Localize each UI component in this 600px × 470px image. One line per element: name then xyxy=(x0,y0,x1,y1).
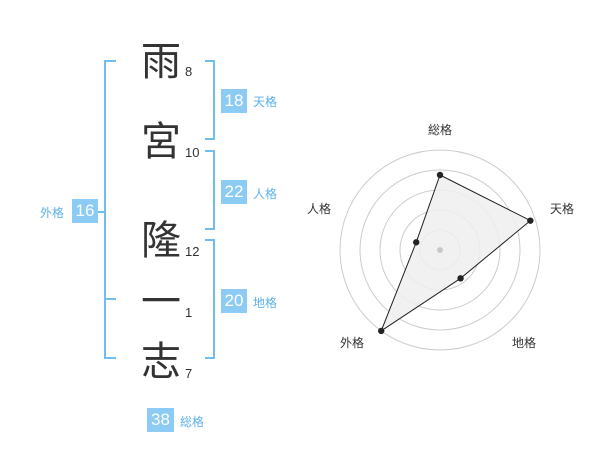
gaikaku-bracket-top xyxy=(104,60,116,62)
radar-label-tenkaku: 天格 xyxy=(549,202,574,216)
radar-point-2 xyxy=(527,217,534,224)
name-char-4: 一 xyxy=(141,279,181,325)
chikaku-bracket-top xyxy=(205,239,215,241)
stroke-count-5: 7 xyxy=(185,366,193,381)
radar-point-4 xyxy=(378,327,385,335)
gaikaku-bracket-bottom xyxy=(104,357,116,359)
gaikaku-bracket-middle xyxy=(104,298,116,300)
jinkaku-bracket-bottom xyxy=(205,228,215,230)
radar-polygon xyxy=(380,174,532,333)
tenkaku-value-badge: 18 xyxy=(221,89,247,113)
tenkaku-bracket-bottom xyxy=(205,138,215,140)
radar-point-5 xyxy=(413,239,420,246)
gaikaku-label: 外格 xyxy=(40,206,65,220)
chikaku-value-badge: 20 xyxy=(221,289,247,313)
chikaku-bracket xyxy=(213,239,215,359)
chikaku-label: 地格 xyxy=(253,296,278,310)
soukaku-label: 総格 xyxy=(180,415,205,429)
gaikaku-bracket-vertical xyxy=(104,60,106,359)
jinkaku-bracket xyxy=(213,150,215,230)
soukaku-value-badge: 38 xyxy=(147,408,174,432)
stroke-count-2: 10 xyxy=(185,145,200,160)
radar-ring-5 xyxy=(419,229,461,271)
gaikaku-bracket-tick xyxy=(98,211,104,213)
tenkaku-bracket-top xyxy=(205,60,215,62)
gaikaku-value-badge: 16 xyxy=(72,199,98,223)
radar-ring-4 xyxy=(399,209,481,291)
radar-point-1 xyxy=(436,171,444,179)
radar-ring-2 xyxy=(359,169,521,331)
radar-ring-3 xyxy=(379,189,501,311)
stroke-count-3: 12 xyxy=(185,244,200,259)
radar-label-gaikaku: 外格 xyxy=(339,336,364,350)
tenkaku-label: 天格 xyxy=(253,95,278,109)
name-char-3: 隆 xyxy=(141,218,181,264)
stroke-count-4: 1 xyxy=(185,305,193,320)
name-char-1: 雨 xyxy=(141,39,181,85)
chikaku-bracket-bottom xyxy=(205,357,215,359)
radar-label-chikaku: 地格 xyxy=(511,336,536,350)
jinkaku-label: 人格 xyxy=(253,187,278,201)
radar-center-dot xyxy=(437,247,443,253)
tenkaku-bracket xyxy=(213,60,215,140)
radar-label-soukaku: 総格 xyxy=(427,123,452,137)
radar-grid xyxy=(339,149,541,351)
radar-points xyxy=(378,171,534,335)
stroke-count-1: 8 xyxy=(185,64,193,79)
jinkaku-value-badge: 22 xyxy=(221,180,247,204)
name-char-2: 宮 xyxy=(141,119,181,165)
radar-ring-1 xyxy=(339,149,541,351)
radar-label-jinkaku: 人格 xyxy=(306,202,331,216)
radar-point-3 xyxy=(457,275,464,282)
name-char-5: 志 xyxy=(141,339,181,385)
jinkaku-bracket-top xyxy=(205,150,215,152)
